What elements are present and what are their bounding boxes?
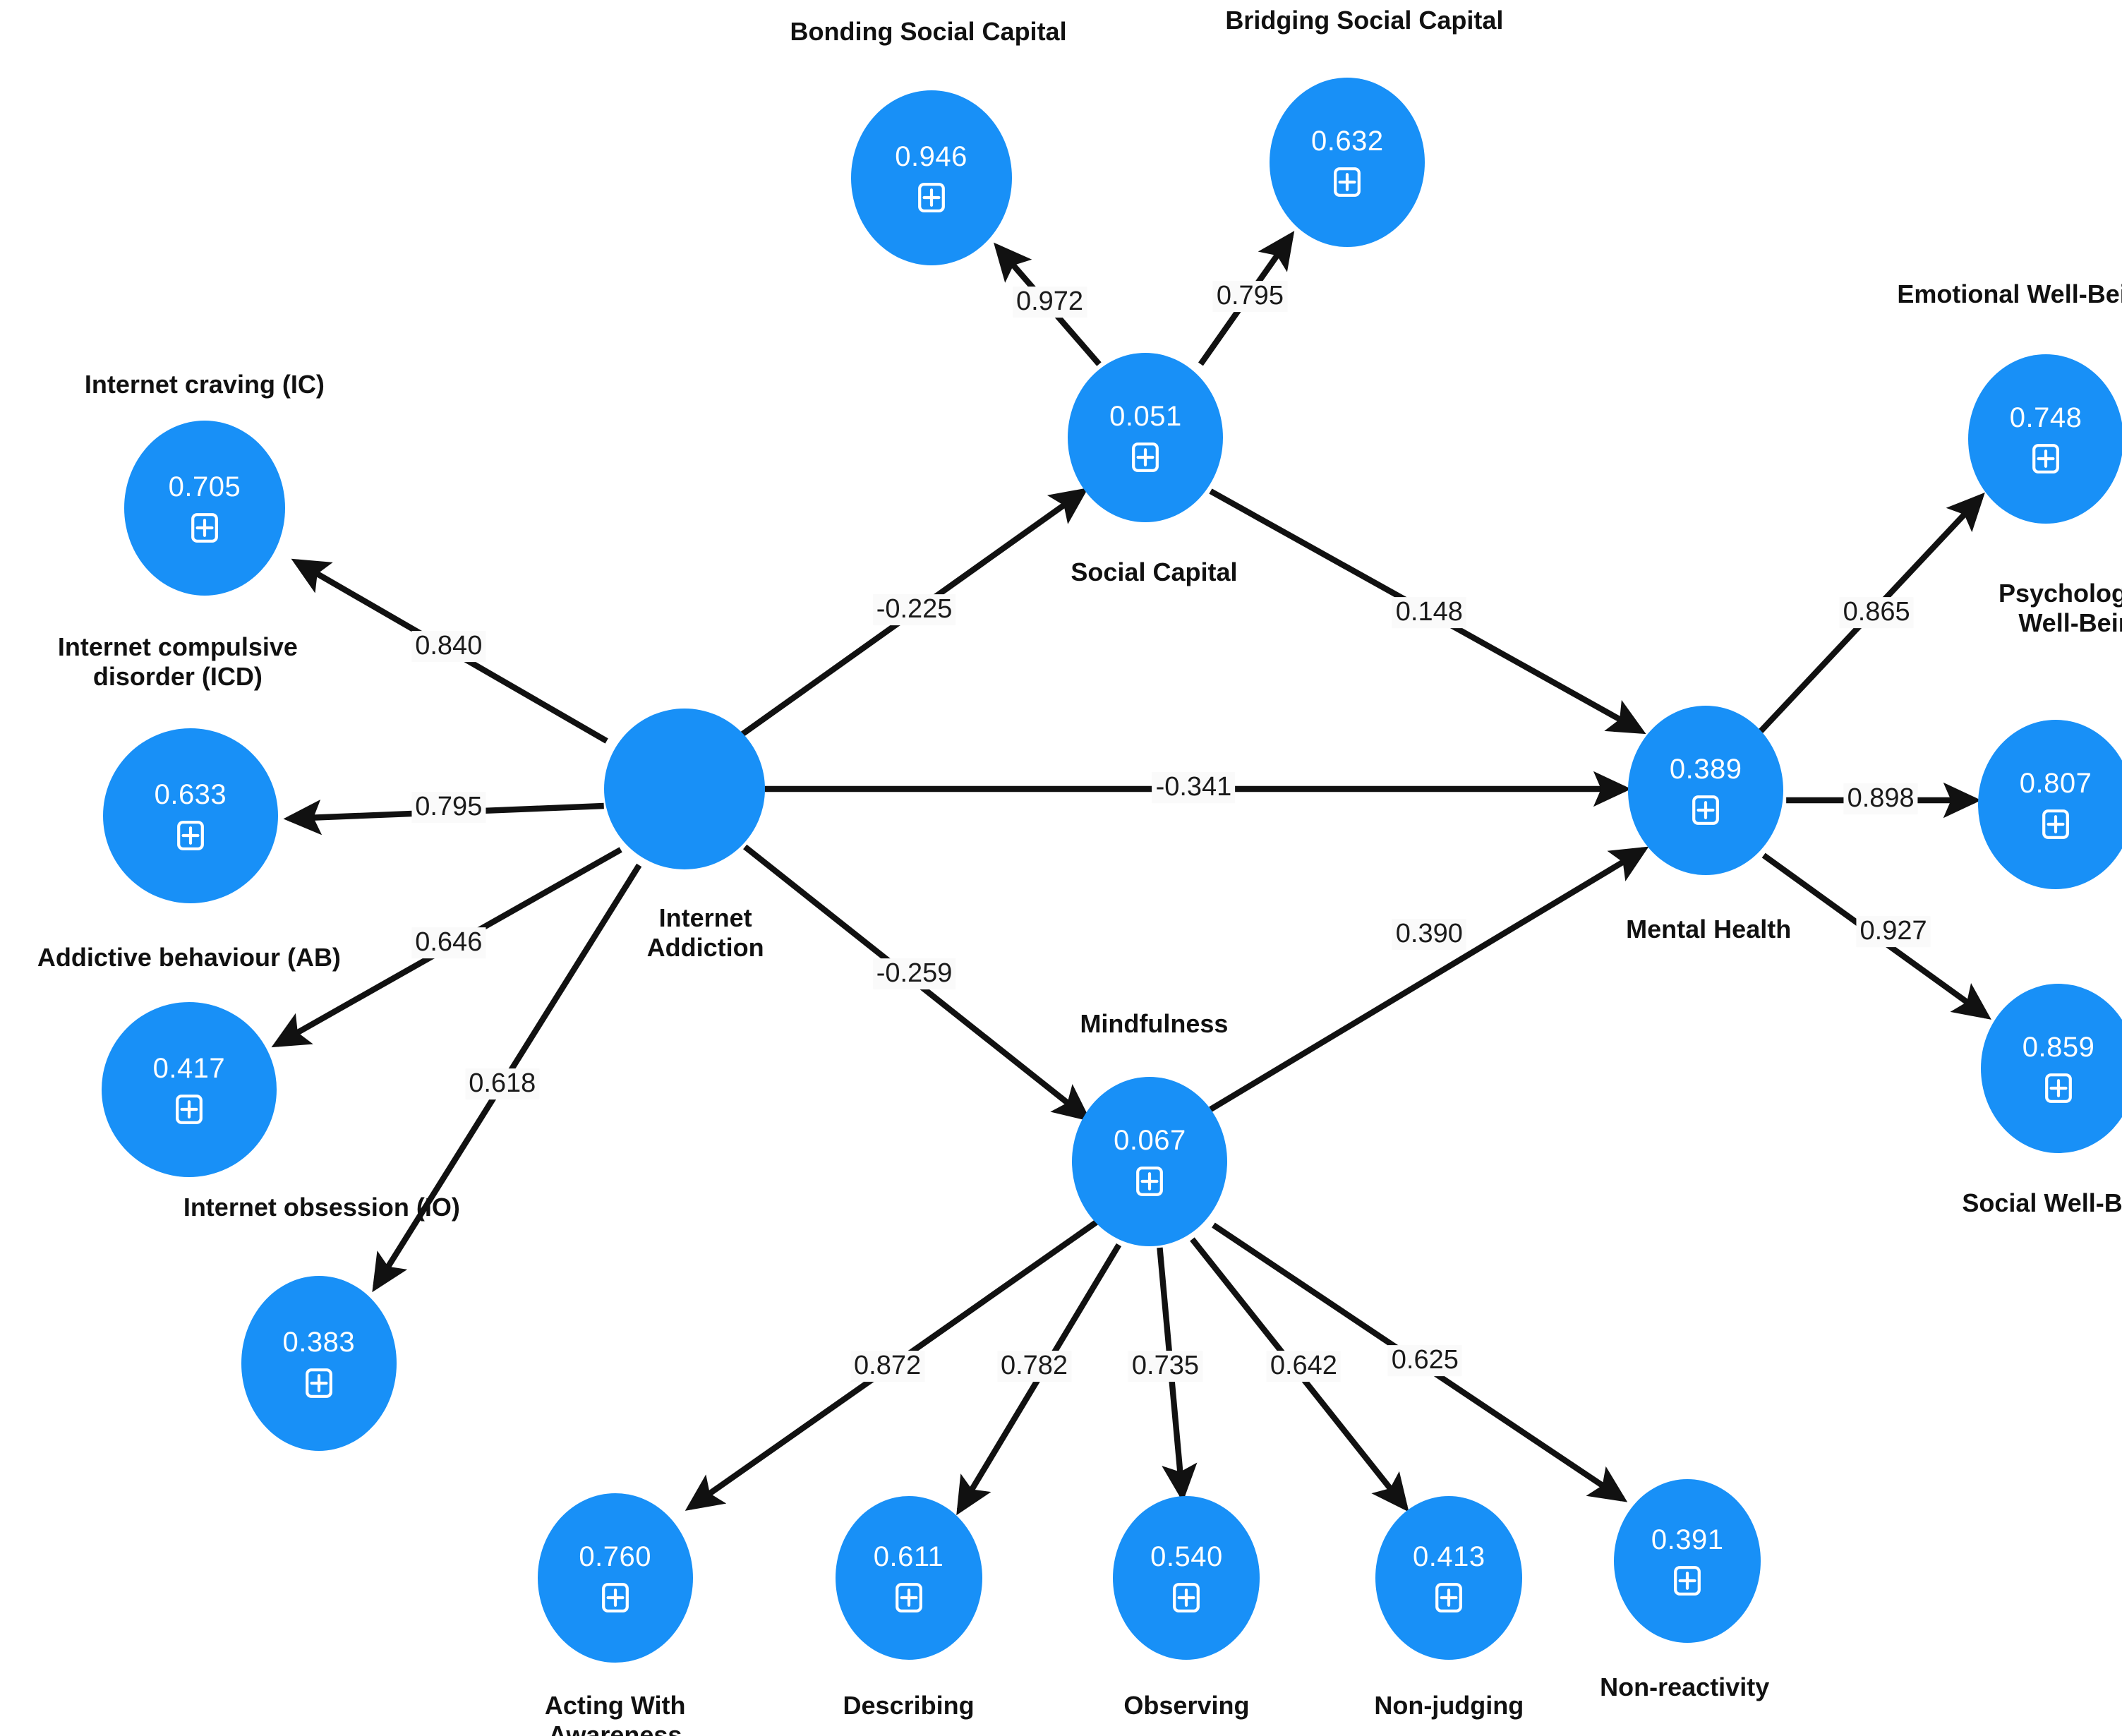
node-label-internet_compulsive: Internet compulsive disorder (ICD) bbox=[57, 632, 298, 691]
edge-weight-ia_to_icd: 0.795 bbox=[411, 792, 486, 823]
edge-weight-ia_to_io: 0.618 bbox=[465, 1068, 540, 1099]
node-label-social_well_being: Social Well-Being bbox=[1962, 1188, 2122, 1217]
node-non_judging[interactable]: 0.413 bbox=[1375, 1496, 1523, 1660]
edge-weight-mf_to_awa: 0.872 bbox=[850, 1351, 925, 1382]
plus-square-icon[interactable] bbox=[1435, 1582, 1463, 1613]
node-value-internet_compulsive: 0.633 bbox=[154, 779, 227, 810]
node-label-mindfulness: Mindfulness bbox=[1080, 1009, 1229, 1038]
node-value-bonding_social_capital: 0.946 bbox=[895, 141, 967, 172]
edge-weight-mh_to_swb: 0.927 bbox=[1856, 916, 1931, 947]
edge-weight-mf_to_nr: 0.625 bbox=[1387, 1345, 1462, 1376]
node-value-mental_health: 0.389 bbox=[1669, 754, 1742, 785]
node-internet_addiction[interactable] bbox=[603, 709, 765, 869]
edge-weight-ia_to_mh: -0.341 bbox=[1152, 772, 1236, 803]
node-observing[interactable]: 0.540 bbox=[1113, 1496, 1260, 1660]
edge-weight-mf_to_nj: 0.642 bbox=[1266, 1351, 1341, 1382]
node-value-internet_obsession: 0.383 bbox=[282, 1327, 356, 1358]
plus-square-icon[interactable] bbox=[2044, 1073, 2073, 1104]
node-value-addictive_behaviour: 0.417 bbox=[152, 1053, 226, 1084]
plus-square-icon[interactable] bbox=[1673, 1565, 1701, 1596]
node-label-internet_craving: Internet craving (IC) bbox=[84, 370, 325, 399]
node-internet_craving[interactable]: 0.705 bbox=[123, 421, 285, 596]
node-label-non_reactivity: Non-reactivity bbox=[1600, 1672, 1770, 1701]
node-label-social_capital: Social Capital bbox=[1071, 557, 1238, 586]
edge-weight-mf_to_mh: 0.390 bbox=[1392, 919, 1466, 950]
plus-square-icon[interactable] bbox=[175, 1094, 203, 1125]
edge-mf_to_mh bbox=[1209, 846, 1649, 1112]
node-label-observing: Observing bbox=[1123, 1691, 1250, 1720]
plus-square-icon[interactable] bbox=[895, 1582, 923, 1613]
edge-weight-sc_to_mh: 0.148 bbox=[1392, 597, 1466, 628]
plus-square-icon[interactable] bbox=[1135, 1166, 1164, 1197]
node-label-describing: Describing bbox=[843, 1691, 975, 1720]
plus-square-icon[interactable] bbox=[305, 1368, 333, 1399]
node-value-acting_with_awareness: 0.760 bbox=[579, 1541, 651, 1572]
edge-weight-sc_to_bon: 0.972 bbox=[1012, 287, 1087, 318]
edge-weight-ia_to_mf: -0.259 bbox=[872, 958, 956, 989]
plus-square-icon[interactable] bbox=[601, 1582, 629, 1613]
edge-weight-mh_to_pwb: 0.898 bbox=[1843, 783, 1918, 814]
node-label-bridging_social_capital: Bridging Social Capital bbox=[1225, 6, 1504, 35]
plus-square-icon[interactable] bbox=[1333, 167, 1361, 198]
edge-weight-ia_to_ic: 0.840 bbox=[411, 631, 486, 662]
edge-weight-mf_to_obs: 0.735 bbox=[1128, 1351, 1202, 1382]
node-mental_health[interactable]: 0.389 bbox=[1628, 706, 1784, 875]
node-value-describing: 0.611 bbox=[873, 1541, 944, 1572]
node-label-internet_addiction: Internet Addiction bbox=[646, 903, 764, 962]
node-social_well_being[interactable]: 0.859 bbox=[1981, 984, 2122, 1153]
node-internet_obsession[interactable]: 0.383 bbox=[241, 1276, 397, 1451]
edge-weight-ia_to_ab: 0.646 bbox=[411, 927, 486, 958]
node-value-bridging_social_capital: 0.632 bbox=[1311, 126, 1384, 157]
node-psychological_well_being[interactable]: 0.807 bbox=[1978, 720, 2122, 889]
node-value-observing: 0.540 bbox=[1150, 1541, 1223, 1572]
node-mindfulness[interactable]: 0.067 bbox=[1072, 1077, 1228, 1246]
node-label-emotional_well_being: Emotional Well-Being bbox=[1897, 279, 2122, 308]
plus-square-icon[interactable] bbox=[917, 182, 946, 213]
node-value-emotional_well_being: 0.748 bbox=[2009, 402, 2082, 433]
plus-square-icon[interactable] bbox=[2042, 809, 2070, 840]
node-label-addictive_behaviour: Addictive behaviour (AB) bbox=[37, 943, 341, 972]
edge-weight-sc_to_bri: 0.795 bbox=[1212, 281, 1287, 312]
node-label-internet_obsession: Internet obsession (IO) bbox=[183, 1193, 460, 1222]
node-value-social_capital: 0.051 bbox=[1109, 401, 1182, 432]
node-social_capital[interactable]: 0.051 bbox=[1068, 353, 1224, 522]
node-value-social_well_being: 0.859 bbox=[2022, 1032, 2095, 1063]
node-addictive_behaviour[interactable]: 0.417 bbox=[101, 1002, 277, 1177]
node-value-psychological_well_being: 0.807 bbox=[2019, 768, 2092, 799]
node-label-acting_with_awareness: Acting With Awareness bbox=[544, 1691, 686, 1736]
node-acting_with_awareness[interactable]: 0.760 bbox=[537, 1493, 693, 1663]
plus-square-icon[interactable] bbox=[1172, 1582, 1200, 1613]
plus-square-icon[interactable] bbox=[176, 820, 205, 851]
edge-weight-mf_to_des: 0.782 bbox=[996, 1351, 1072, 1382]
node-internet_compulsive[interactable]: 0.633 bbox=[102, 728, 278, 903]
node-bridging_social_capital[interactable]: 0.632 bbox=[1270, 78, 1425, 247]
node-value-non_reactivity: 0.391 bbox=[1651, 1524, 1724, 1555]
plus-square-icon[interactable] bbox=[191, 512, 219, 543]
edge-weight-mh_to_ewb: 0.865 bbox=[1839, 597, 1914, 628]
node-value-non_judging: 0.413 bbox=[1413, 1541, 1485, 1572]
node-value-mindfulness: 0.067 bbox=[1114, 1125, 1186, 1156]
node-label-bonding_social_capital: Bonding Social Capital bbox=[790, 17, 1067, 46]
node-label-mental_health: Mental Health bbox=[1626, 915, 1792, 944]
edge-weight-ia_to_sc: -0.225 bbox=[872, 594, 956, 625]
node-describing[interactable]: 0.611 bbox=[835, 1496, 982, 1660]
plus-square-icon[interactable] bbox=[2032, 443, 2060, 474]
plus-square-icon[interactable] bbox=[1131, 442, 1159, 473]
plus-square-icon[interactable] bbox=[1692, 795, 1720, 826]
node-label-psychological_well_being: Psychological Well-Being bbox=[1998, 579, 2122, 637]
node-bonding_social_capital[interactable]: 0.946 bbox=[850, 90, 1012, 265]
node-label-non_judging: Non-judging bbox=[1374, 1691, 1524, 1720]
node-value-internet_craving: 0.705 bbox=[168, 471, 241, 502]
node-non_reactivity[interactable]: 0.391 bbox=[1614, 1479, 1761, 1643]
node-emotional_well_being[interactable]: 0.748 bbox=[1968, 354, 2122, 524]
